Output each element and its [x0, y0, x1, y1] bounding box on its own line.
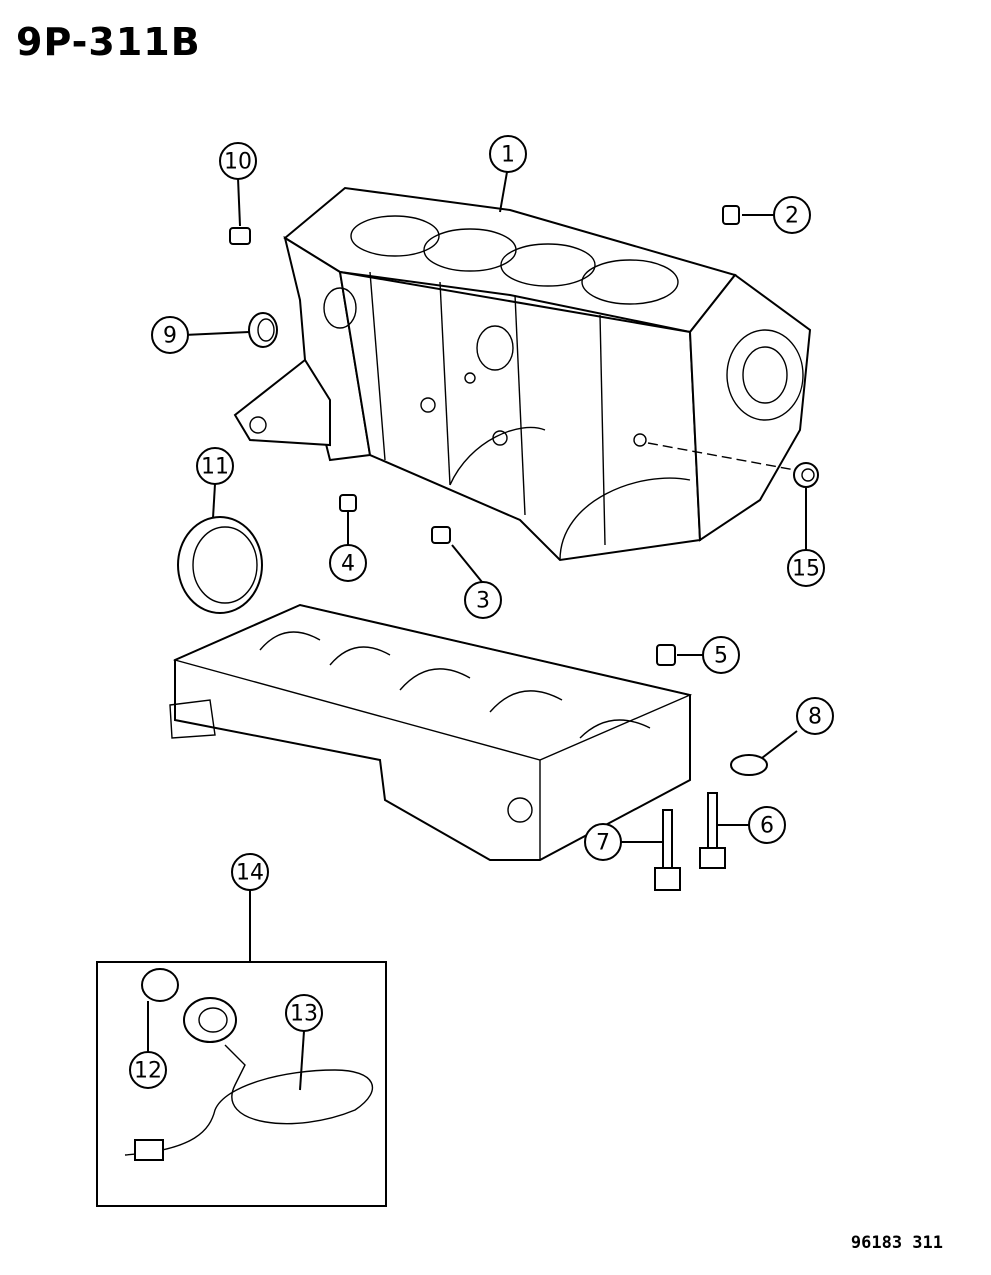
svg-text:1: 1: [501, 143, 515, 168]
plug-3: [431, 526, 451, 544]
plug-15: [793, 462, 819, 488]
bolt-7: [654, 809, 681, 891]
callout-7: 7: [584, 823, 622, 861]
diagram-code: 9P-311B: [16, 20, 201, 64]
plug-4: [339, 494, 357, 512]
svg-text:8: 8: [808, 705, 822, 730]
detail-box-14: [96, 961, 387, 1207]
callout-13: 13: [285, 994, 323, 1032]
callout-8: 8: [796, 697, 834, 735]
callout-1: 1: [489, 135, 527, 173]
svg-text:10: 10: [224, 150, 252, 175]
svg-text:6: 6: [760, 814, 774, 839]
callout-2: 2: [773, 196, 811, 234]
o-ring-12: [141, 968, 179, 1002]
callout-4: 4: [329, 544, 367, 582]
svg-text:3: 3: [476, 589, 490, 614]
callout-15: 15: [787, 549, 825, 587]
engine-block: [233, 186, 812, 562]
o-ring-8: [730, 754, 768, 776]
dowel-5: [656, 644, 676, 666]
svg-text:7: 7: [596, 831, 610, 856]
callout-14: 14: [231, 853, 269, 891]
svg-text:12: 12: [134, 1059, 162, 1084]
bedplate: [169, 603, 693, 861]
bolt-6: [699, 792, 726, 869]
callout-12: 12: [129, 1051, 167, 1089]
svg-text:4: 4: [341, 552, 355, 577]
svg-text:11: 11: [201, 455, 229, 480]
cup-plug-10: [229, 227, 251, 245]
rear-main-seal-11: [177, 516, 263, 614]
callout-5: 5: [702, 636, 740, 674]
dowel-2: [722, 205, 740, 225]
svg-text:15: 15: [792, 557, 820, 582]
svg-text:2: 2: [785, 204, 799, 229]
plug-15-location-line: [647, 442, 796, 471]
svg-text:14: 14: [236, 861, 264, 886]
callout-6: 6: [748, 806, 786, 844]
seal-9: [248, 312, 278, 348]
callout-3: 3: [464, 581, 502, 619]
callout-10: 10: [219, 142, 257, 180]
svg-text:13: 13: [290, 1002, 318, 1027]
figure-number: 96183 311: [850, 1233, 943, 1253]
block-heater-13: [124, 997, 374, 1161]
svg-text:9: 9: [163, 324, 177, 349]
callout-11: 11: [196, 447, 234, 485]
callout-9: 9: [151, 316, 189, 354]
svg-text:5: 5: [714, 644, 728, 669]
